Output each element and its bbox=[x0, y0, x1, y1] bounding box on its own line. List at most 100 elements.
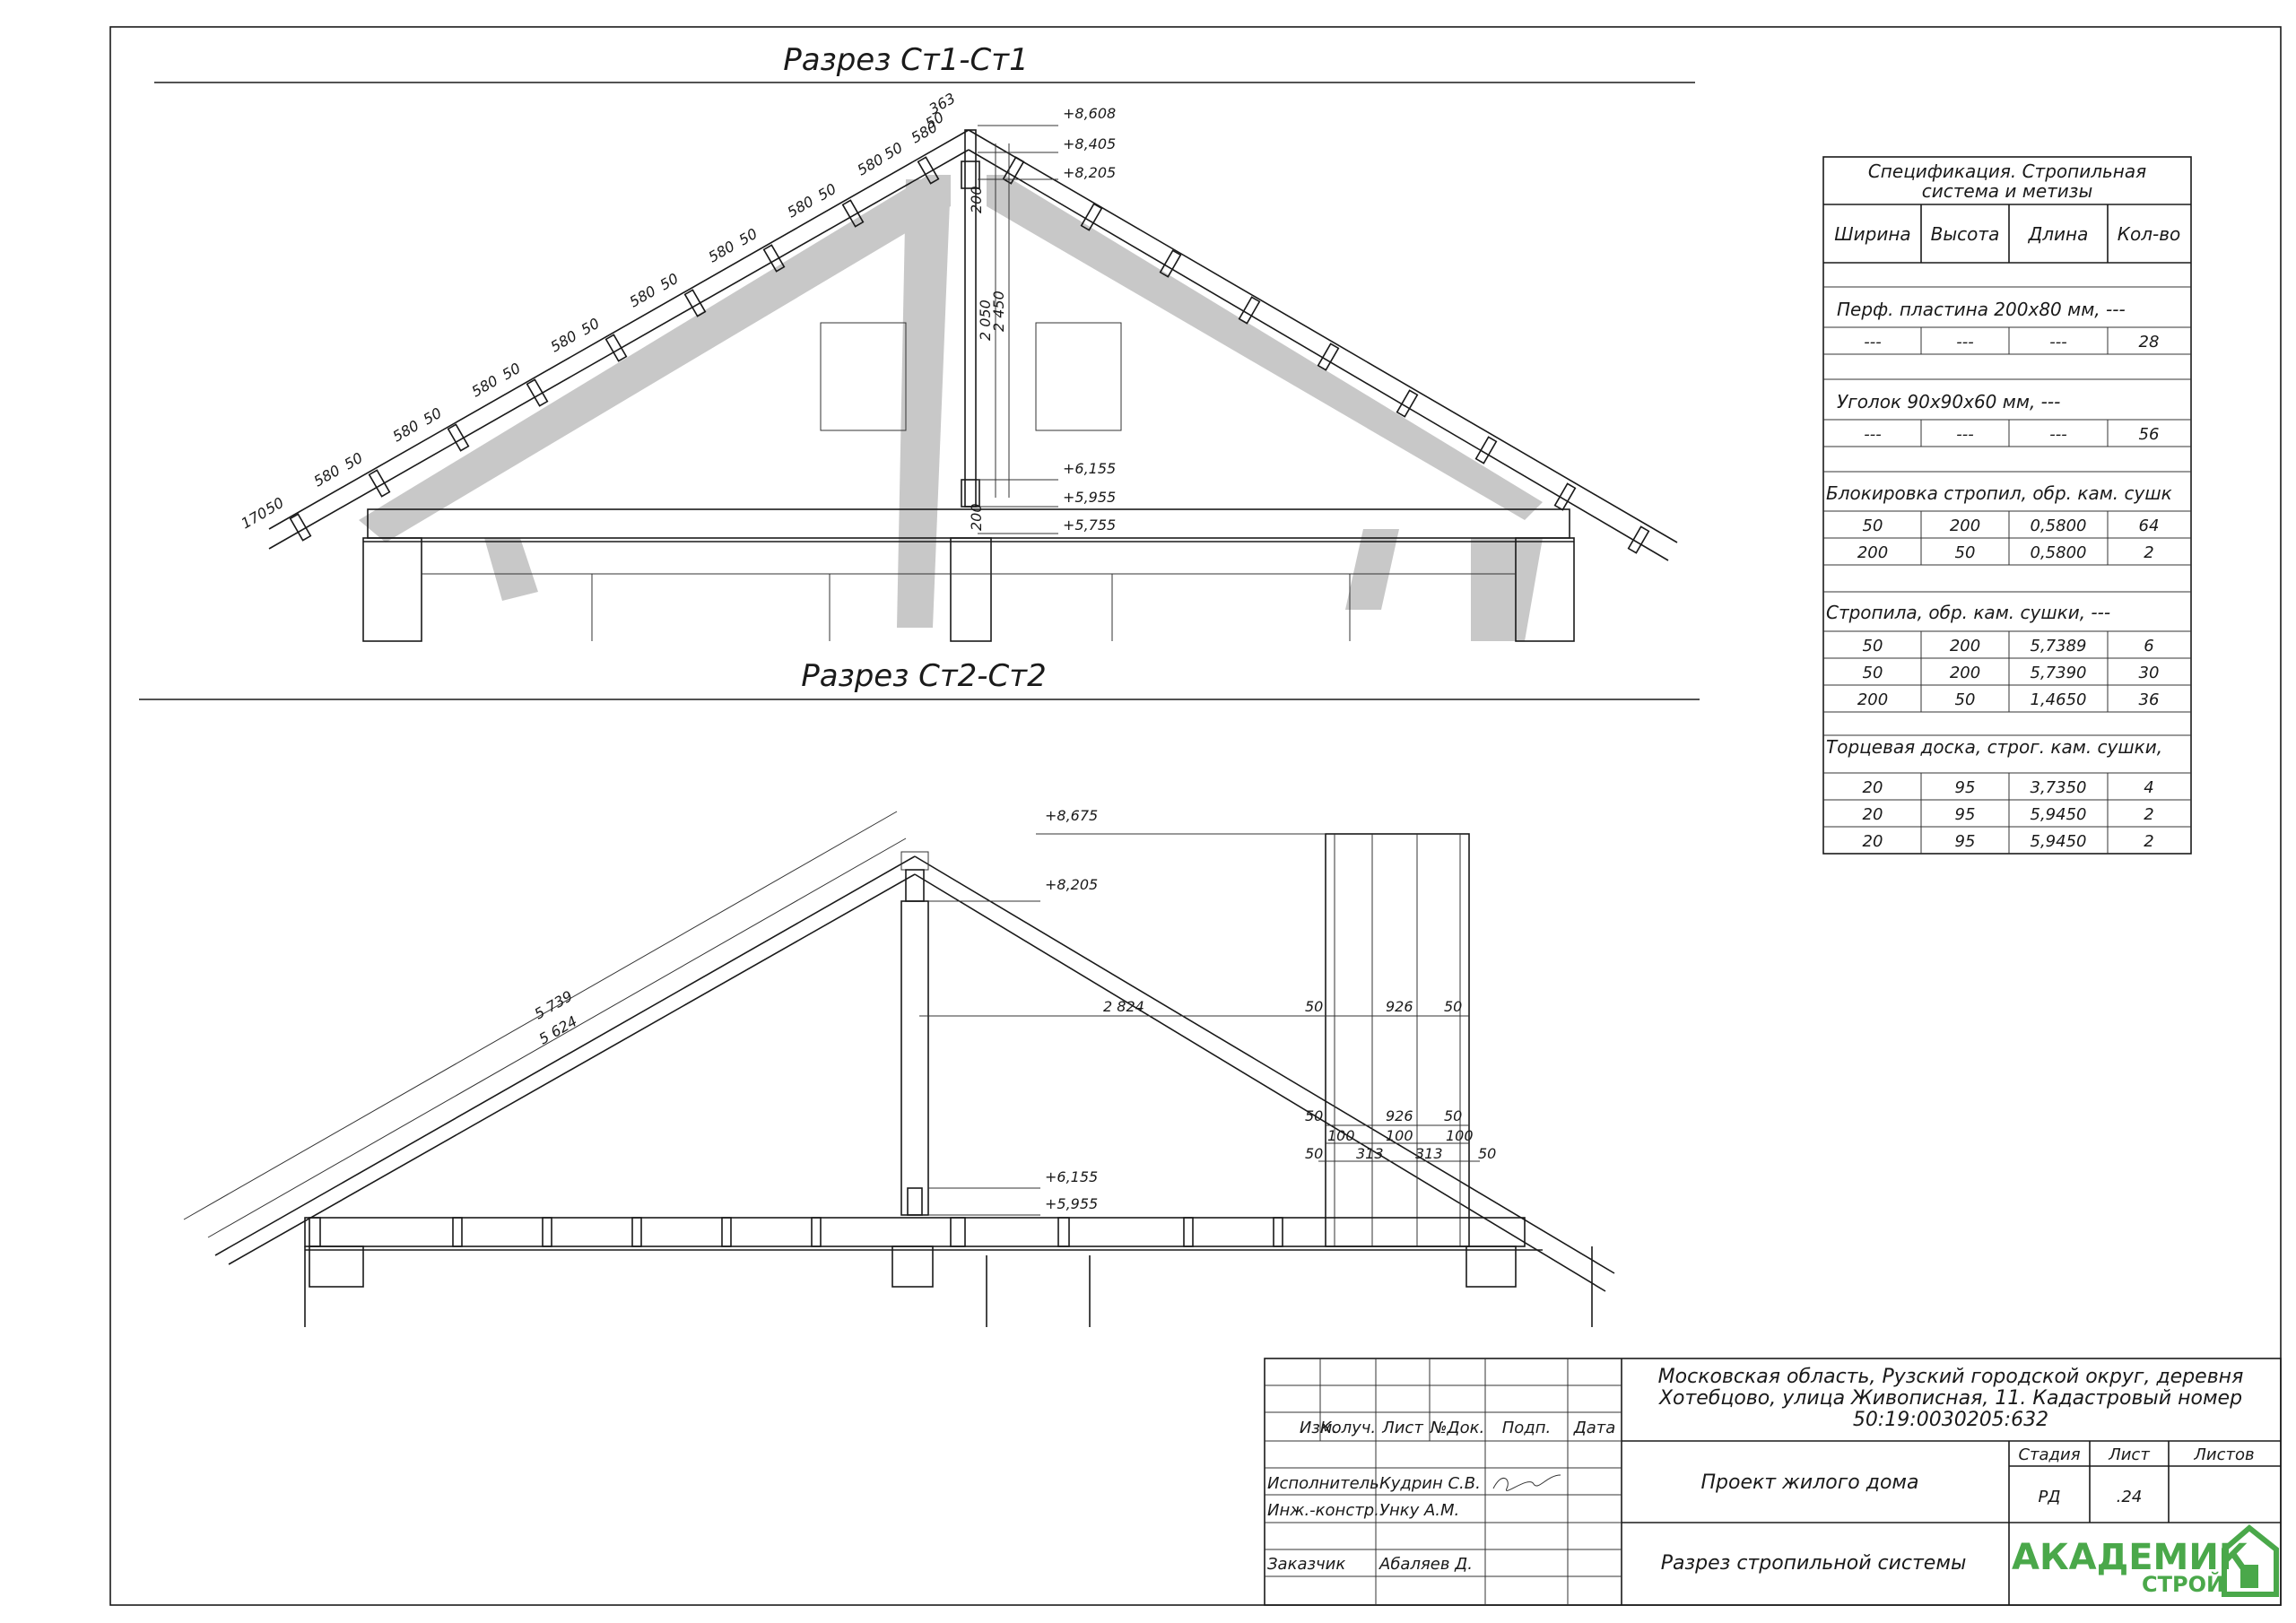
spec-group-name: Уголок 90x90x60 мм, --- bbox=[1837, 391, 2060, 412]
horiz-label: 926 bbox=[1386, 1107, 1413, 1124]
horiz-label: 313 bbox=[1356, 1145, 1384, 1162]
spec-cell: 200 bbox=[1857, 690, 1888, 709]
spec-subtitle: система и метизы bbox=[1922, 180, 2092, 202]
left-roof-bottom bbox=[268, 149, 970, 550]
sheet-frame bbox=[109, 26, 2282, 1606]
wall-middle bbox=[950, 537, 992, 642]
section-2-title: Разрез Ст2-Ст2 bbox=[801, 658, 1046, 694]
spec-cell: 5,7389 bbox=[2031, 637, 2087, 655]
sheet-title: Разрез стропильной системы bbox=[1661, 1552, 1967, 1575]
level-label: +8,205 bbox=[1063, 164, 1116, 181]
spec-cell: 6 bbox=[2144, 637, 2153, 655]
spacing-label: 580 bbox=[706, 238, 738, 266]
spacing-label: 50 bbox=[657, 270, 682, 294]
sheet-value: .24 bbox=[2117, 1488, 2143, 1506]
spec-group-name: Стропила, обр. кам. сушки, --- bbox=[1826, 602, 2110, 623]
spec-cell: --- bbox=[1864, 425, 1882, 444]
level-label: +5,755 bbox=[1063, 516, 1116, 534]
spacing-label: 50 bbox=[882, 139, 906, 163]
address-line: Хотебцово, улица Живописная, 11. Кадастр… bbox=[1658, 1387, 2242, 1410]
horiz-label: 100 bbox=[1327, 1127, 1355, 1144]
horiz-label: 50 bbox=[1305, 1145, 1323, 1162]
horiz-label: 50 bbox=[1305, 1107, 1323, 1124]
spec-cell: 20 bbox=[1863, 832, 1883, 851]
spec-cell: 20 bbox=[1863, 778, 1883, 797]
spacing-label: 580 bbox=[390, 417, 422, 446]
spec-group-name: Торцевая доска, строг. кам. сушки, bbox=[1826, 736, 2162, 758]
stage-label: Стадия bbox=[2018, 1445, 2080, 1464]
spec-cell: 28 bbox=[2139, 333, 2160, 352]
level-label: +6,155 bbox=[1045, 1168, 1098, 1185]
stamp-col: Колуч. bbox=[1320, 1419, 1376, 1437]
spec-cell: 1,4650 bbox=[2031, 690, 2087, 709]
spacing-label: 50 bbox=[815, 180, 839, 204]
floor-beam bbox=[304, 1217, 1526, 1247]
level-label: +8,608 bbox=[1063, 105, 1116, 122]
level-label: +8,675 bbox=[1045, 807, 1098, 824]
spec-cell: --- bbox=[2049, 425, 2067, 444]
level-label: +8,405 bbox=[1063, 135, 1116, 152]
spacing-label: 580 bbox=[785, 193, 817, 221]
spec-cell: 2 bbox=[2144, 832, 2153, 851]
spec-cell: 30 bbox=[2139, 664, 2160, 682]
spec-cell: 5,9450 bbox=[2031, 832, 2087, 851]
spacing-label: 580 bbox=[548, 327, 580, 356]
horiz-label: 926 bbox=[1386, 998, 1413, 1015]
project-name: Проект жилого дома bbox=[1701, 1471, 1919, 1494]
spacing-label: 50 bbox=[342, 449, 366, 473]
spec-cell: 50 bbox=[1863, 516, 1883, 535]
spacing-label: 580 bbox=[627, 282, 659, 311]
spec-cell: 200 bbox=[1950, 637, 1980, 655]
spec-header: Высота bbox=[1931, 223, 2000, 245]
stamp-frame bbox=[1264, 1358, 2282, 1606]
post-base bbox=[907, 1187, 923, 1216]
spec-cell: 200 bbox=[1857, 543, 1888, 562]
spec-cell: 56 bbox=[2139, 425, 2160, 444]
address-line: 50:19:0030205:632 bbox=[1853, 1409, 2048, 1431]
post-base-block bbox=[961, 479, 980, 508]
spec-cell: 64 bbox=[2139, 516, 2160, 535]
wall-middle bbox=[891, 1245, 934, 1288]
stamp-person: Кудрин С.В. bbox=[1379, 1474, 1481, 1493]
right-rafter-shade bbox=[987, 175, 1543, 520]
spec-cell: 95 bbox=[1955, 805, 1976, 824]
level-label: +5,955 bbox=[1063, 489, 1116, 506]
spec-frame bbox=[1822, 156, 2192, 855]
spec-title: Спецификация. Стропильная bbox=[1868, 161, 2146, 182]
spacing-label: 50 bbox=[736, 225, 761, 249]
signature-mark bbox=[1492, 1474, 1561, 1491]
stamp-col: №Док. bbox=[1430, 1419, 1484, 1437]
stamp-person: Абаляев Д. bbox=[1378, 1555, 1473, 1574]
section-1-drawing bbox=[268, 125, 1678, 642]
spec-cell: 2 bbox=[2144, 543, 2153, 562]
spec-cell: 200 bbox=[1950, 664, 1980, 682]
spec-cell: --- bbox=[1864, 333, 1882, 352]
spec-header: Кол-во bbox=[2118, 223, 2180, 245]
logo-house-icon bbox=[2222, 1524, 2279, 1597]
spacing-label: 580 bbox=[855, 151, 887, 179]
logo-main-text: АКАДЕМИК bbox=[2012, 1537, 2248, 1578]
horiz-label: 50 bbox=[1444, 1107, 1462, 1124]
dim-line-5739 bbox=[183, 811, 898, 1220]
horiz-label: 50 bbox=[1444, 998, 1462, 1015]
right-battens bbox=[1002, 156, 1650, 554]
brace-shade-1 bbox=[484, 538, 538, 601]
wall-shade bbox=[1471, 538, 1543, 641]
stamp-col: Подп. bbox=[1502, 1419, 1551, 1437]
height-label: 200 bbox=[968, 186, 985, 213]
logo-sub-text: СТРОЙ bbox=[2142, 1571, 2224, 1597]
horiz-label: 2 824 bbox=[1103, 998, 1144, 1015]
spec-group-name: Блокировка стропил, обр. кам. сушк bbox=[1826, 482, 2172, 504]
logo-door-icon bbox=[2240, 1565, 2258, 1588]
left-rafter-shade bbox=[359, 175, 951, 542]
level-label: +8,205 bbox=[1045, 876, 1098, 893]
stamp-col: Дата bbox=[1573, 1419, 1616, 1437]
spec-cell: 0,5800 bbox=[2031, 543, 2087, 562]
ridge-beam bbox=[961, 161, 980, 189]
ridge-block bbox=[900, 851, 929, 871]
spec-cell: --- bbox=[2049, 333, 2067, 352]
spec-header: Длина bbox=[2028, 223, 2089, 245]
right-rafter-bottom bbox=[914, 873, 1606, 1292]
stage-value: РД bbox=[2039, 1488, 2061, 1506]
wall-right bbox=[1515, 537, 1575, 642]
